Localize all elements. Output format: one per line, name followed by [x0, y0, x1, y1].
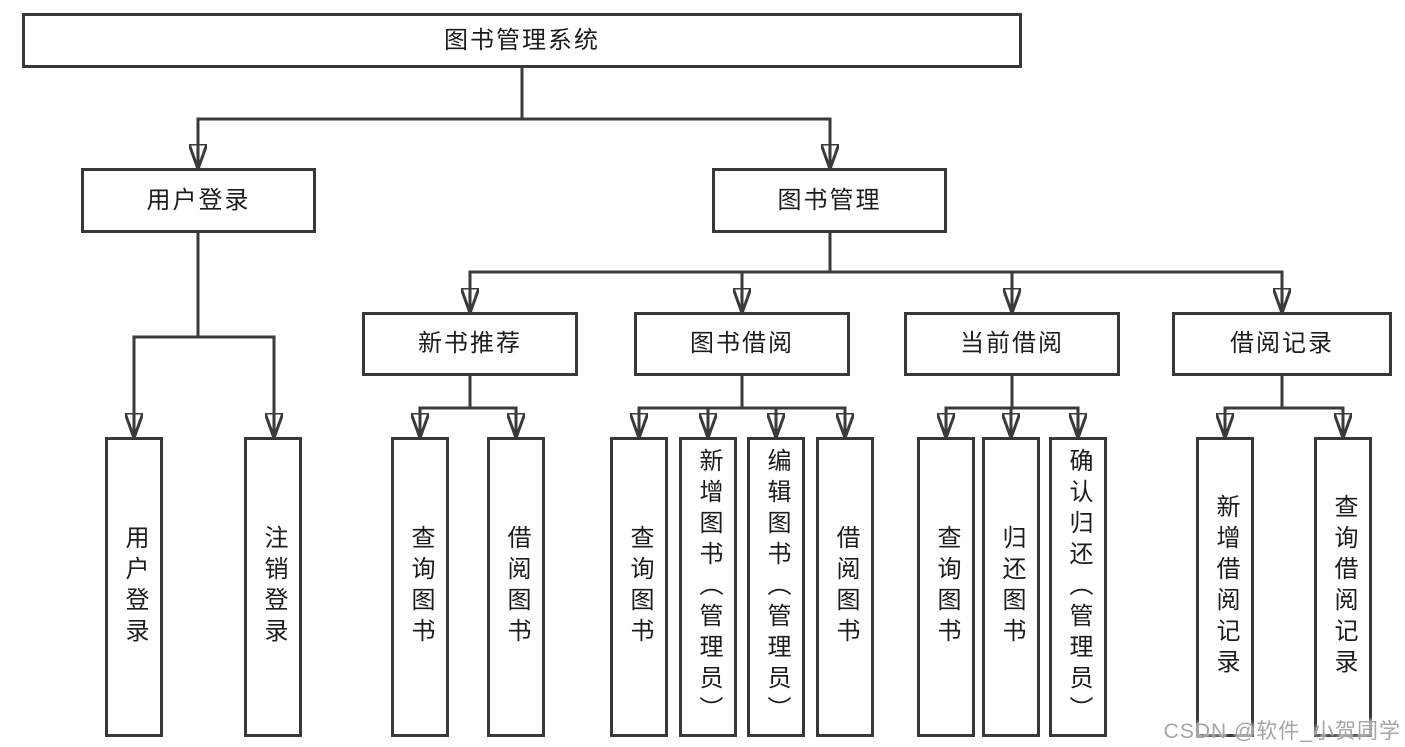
wire-user-login-children [134, 229, 274, 439]
leaf-query-borrow-record: 查询借阅记录 [1314, 437, 1372, 737]
node-current-borrow-label: 当前借阅 [960, 330, 1064, 357]
node-current-borrow: 当前借阅 [904, 312, 1120, 376]
leaf-query-books-current-label: 查询图书 [933, 525, 960, 649]
node-new-book-recommend-label: 新书推荐 [418, 330, 522, 357]
wire-borrow-records-children [1225, 372, 1343, 439]
leaf-query-books-recommend: 查询图书 [391, 437, 449, 737]
leaf-query-books-current: 查询图书 [917, 437, 975, 737]
csdn-watermark: CSDN @软件_小贺同学 [1163, 720, 1401, 743]
leaf-add-borrow-record-label: 新增借阅记录 [1212, 494, 1239, 680]
wire-root-to-level2 [198, 64, 830, 170]
leaf-borrow-books-label: 借阅图书 [832, 525, 859, 649]
node-book-management-label: 图书管理 [777, 186, 882, 214]
leaf-add-book-admin-label: 新增图书（管理员） [695, 447, 722, 727]
leaf-edit-book-admin: 编辑图书（管理员） [747, 437, 805, 737]
node-borrow-records-label: 借阅记录 [1230, 330, 1334, 357]
leaf-confirm-return-admin-label: 确认归还（管理员） [1065, 447, 1092, 727]
leaf-logout-label: 注销登录 [260, 525, 287, 649]
wire-book-borrow-children [639, 372, 845, 439]
wire-current-borrow-children [946, 372, 1078, 439]
leaf-add-borrow-record: 新增借阅记录 [1196, 437, 1254, 737]
node-root: 图书管理系统 [22, 13, 1022, 68]
leaf-confirm-return-admin: 确认归还（管理员） [1049, 437, 1107, 737]
leaf-borrow-books-recommend-label: 借阅图书 [503, 525, 530, 649]
node-book-management: 图书管理 [712, 168, 947, 233]
leaf-borrow-books-recommend: 借阅图书 [487, 437, 545, 737]
leaf-query-borrow-record-label: 查询借阅记录 [1330, 494, 1357, 680]
leaf-query-books-borrow-label: 查询图书 [626, 525, 653, 649]
node-user-login-label: 用户登录 [146, 186, 251, 214]
leaf-query-books-borrow: 查询图书 [610, 437, 668, 737]
leaf-edit-book-admin-label: 编辑图书（管理员） [763, 447, 790, 727]
node-book-borrow: 图书借阅 [634, 312, 850, 376]
leaf-add-book-admin: 新增图书（管理员） [679, 437, 737, 737]
node-borrow-records: 借阅记录 [1172, 312, 1392, 376]
leaf-logout: 注销登录 [244, 437, 302, 737]
leaf-return-book-label: 归还图书 [998, 525, 1025, 649]
node-user-login: 用户登录 [81, 168, 316, 233]
node-book-borrow-label: 图书借阅 [690, 330, 794, 357]
wire-book-management-to-level3 [470, 229, 1282, 314]
leaf-borrow-books: 借阅图书 [816, 437, 874, 737]
node-new-book-recommend: 新书推荐 [362, 312, 578, 376]
leaf-query-books-recommend-label: 查询图书 [407, 525, 434, 649]
wire-new-book-recommend-children [420, 372, 516, 439]
node-root-label: 图书管理系统 [444, 26, 600, 54]
leaf-user-login: 用户登录 [105, 437, 163, 737]
leaf-return-book: 归还图书 [982, 437, 1040, 737]
leaf-user-login-label: 用户登录 [121, 525, 148, 649]
